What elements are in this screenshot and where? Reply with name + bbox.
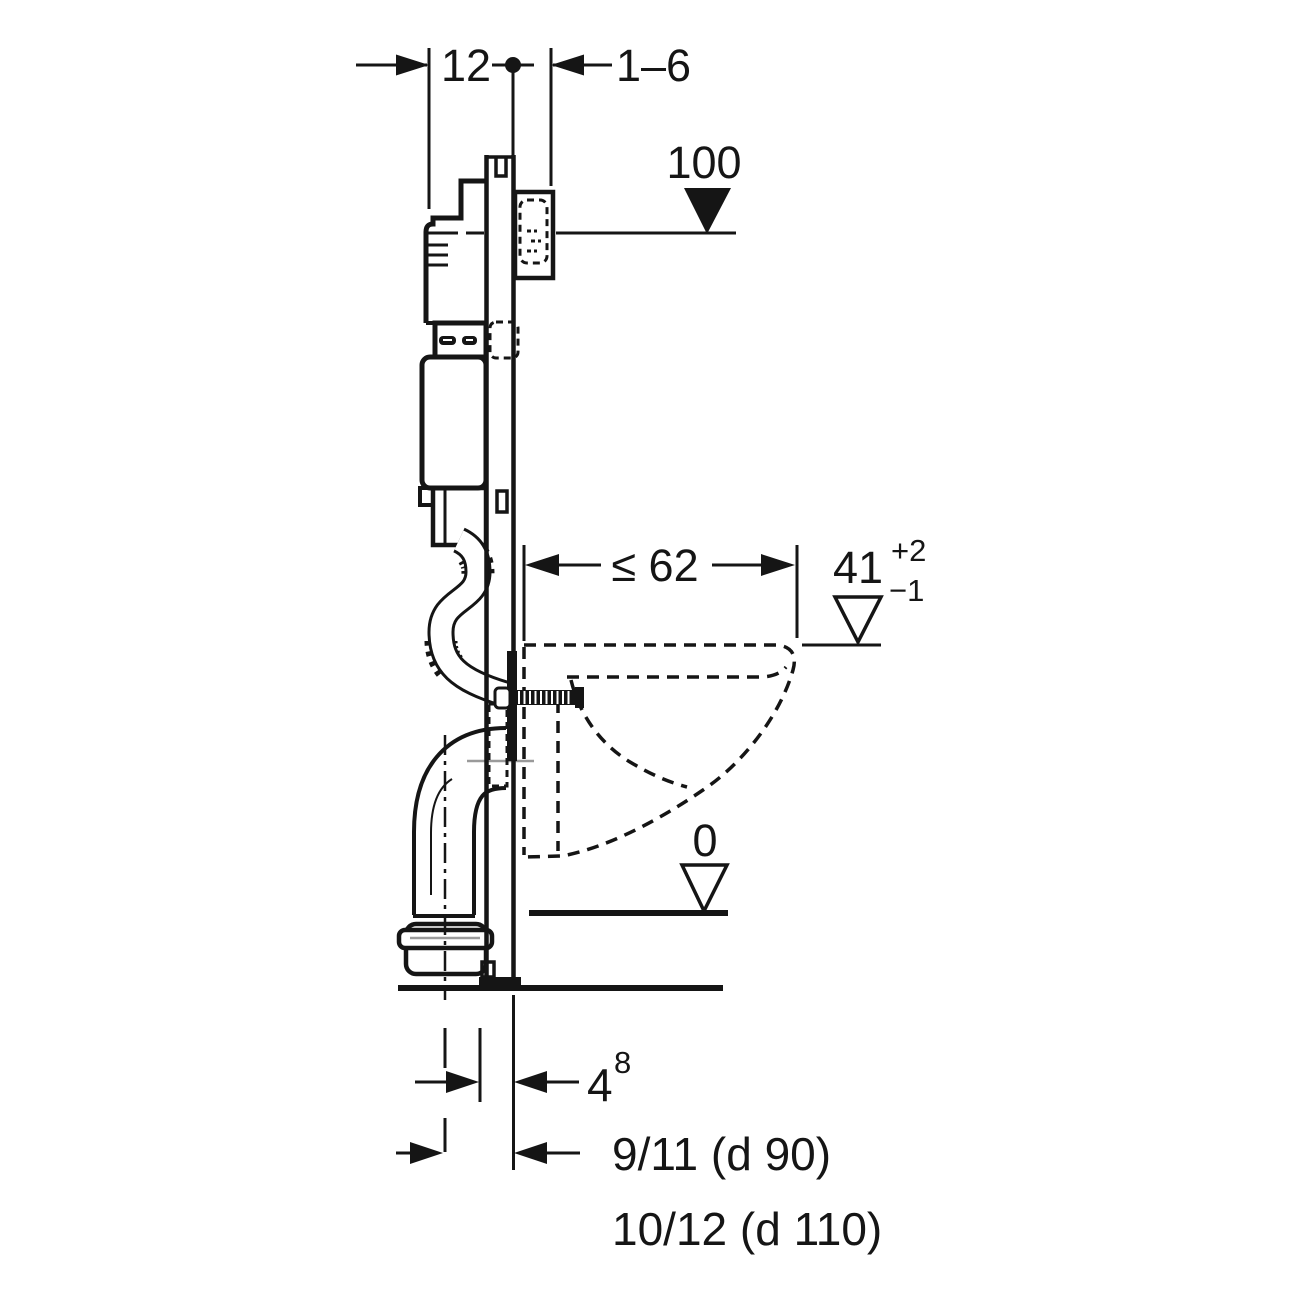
dimension-outlet-height: 9/11 (d 90) 10/12 (d 110) bbox=[396, 1118, 882, 1255]
drain-elbow-pipe bbox=[396, 726, 534, 1000]
level-marker-actuator: 100 bbox=[556, 137, 742, 235]
dim-label-outlet-offset-sup: 8 bbox=[614, 1045, 631, 1080]
level-marker-seat-height: 41 +2 −1 bbox=[802, 533, 926, 647]
dim-label-wall-finish: 1–6 bbox=[616, 40, 691, 91]
dimension-outlet-offset: 4 8 bbox=[415, 995, 631, 1170]
level-label-41-minus: −1 bbox=[889, 573, 924, 608]
flush-actuator-box bbox=[512, 189, 556, 281]
dimension-frame-depth: 12 bbox=[356, 40, 534, 209]
fixing-threaded-rod bbox=[493, 686, 584, 710]
level-label-41-plus: +2 bbox=[891, 533, 926, 568]
level-marker-floor: 0 bbox=[529, 815, 730, 916]
dim-label-outlet-offset: 4 bbox=[587, 1059, 613, 1111]
dimension-wall-finish: 1–6 bbox=[549, 40, 691, 186]
dim-label-frame-depth: 12 bbox=[441, 40, 491, 91]
dim-label-outlet-height-d90: 9/11 (d 90) bbox=[612, 1128, 831, 1180]
wc-pan-outline bbox=[522, 643, 797, 859]
dimension-pan-depth: ≤ 62 bbox=[522, 540, 799, 641]
level-label-0: 0 bbox=[692, 815, 717, 866]
flush-bend-pipe bbox=[424, 527, 509, 707]
dim-label-outlet-height-d110: 10/12 (d 110) bbox=[612, 1203, 882, 1255]
level-label-100: 100 bbox=[666, 137, 741, 188]
dim-label-pan-depth: ≤ 62 bbox=[611, 540, 698, 591]
level-label-41: 41 bbox=[833, 542, 883, 593]
mounting-rail bbox=[479, 155, 521, 988]
